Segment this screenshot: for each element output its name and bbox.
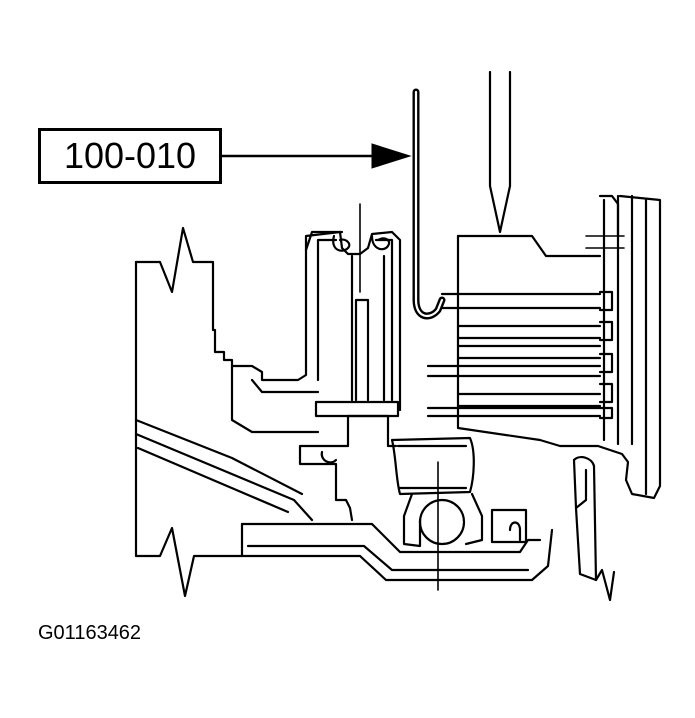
clutch-plate-6 — [456, 344, 602, 360]
lower-shaft-top — [240, 522, 542, 554]
clutch-plate-4 — [456, 392, 602, 408]
clutch-tab-2 — [598, 320, 614, 342]
callout-label: 100-010 — [63, 135, 197, 176]
housing-left-vertical — [134, 260, 244, 598]
piston-left-seal — [332, 234, 351, 252]
center-hub-outer — [298, 414, 354, 522]
lower-shaft-inner — [246, 544, 530, 572]
bearing-cage — [390, 436, 475, 496]
clutch-tab-3 — [598, 352, 614, 374]
bearing-ball — [418, 498, 466, 546]
housing-right-lower — [574, 506, 598, 582]
center-hub-block — [346, 414, 398, 448]
pointer-shaft — [488, 70, 512, 234]
clutch-plate-1 — [440, 292, 602, 310]
retainer-plate — [314, 400, 400, 418]
diagonal-shaft-inner — [136, 446, 290, 514]
drum-body — [456, 194, 662, 500]
housing-right-top — [572, 456, 596, 468]
housing-right-break — [572, 458, 616, 602]
special-tool-100-010 — [412, 88, 446, 320]
diagonal-shaft-upper — [134, 418, 304, 496]
clutch-tab-5 — [598, 406, 614, 420]
center-hub-bolt — [320, 450, 338, 464]
pointer-guide — [585, 235, 625, 249]
bearing-race-right — [464, 492, 484, 546]
bearing-side-block — [490, 508, 528, 544]
bearing-race-left — [402, 492, 422, 548]
clutch-plate-3 — [426, 364, 602, 378]
figure-id: G01163462 — [38, 622, 142, 644]
drum-cap — [598, 194, 620, 238]
lower-shaft-bottom — [240, 522, 554, 582]
piston-right-seal — [370, 234, 391, 251]
special-tool-inner — [414, 90, 444, 318]
piston-pin — [354, 298, 370, 402]
diagonal-shaft-lower — [134, 432, 314, 522]
clutch-plate-5 — [426, 406, 602, 418]
callout-arrowhead — [371, 143, 412, 169]
callout-box: 100-010 — [38, 128, 222, 184]
bearing-cage-inner — [396, 444, 468, 490]
drum-top — [456, 234, 602, 258]
clutch-tab-4 — [598, 382, 614, 404]
bearing-side-bolt — [508, 521, 522, 542]
piston-housing-inner — [316, 238, 394, 402]
step-wall — [230, 364, 320, 434]
piston-rod — [350, 254, 386, 402]
step-wall-2 — [250, 378, 320, 394]
clutch-plate-2 — [456, 324, 602, 340]
clutch-tab-1 — [598, 290, 614, 312]
housing-left-outline — [134, 226, 344, 382]
drum-inner — [602, 194, 648, 496]
